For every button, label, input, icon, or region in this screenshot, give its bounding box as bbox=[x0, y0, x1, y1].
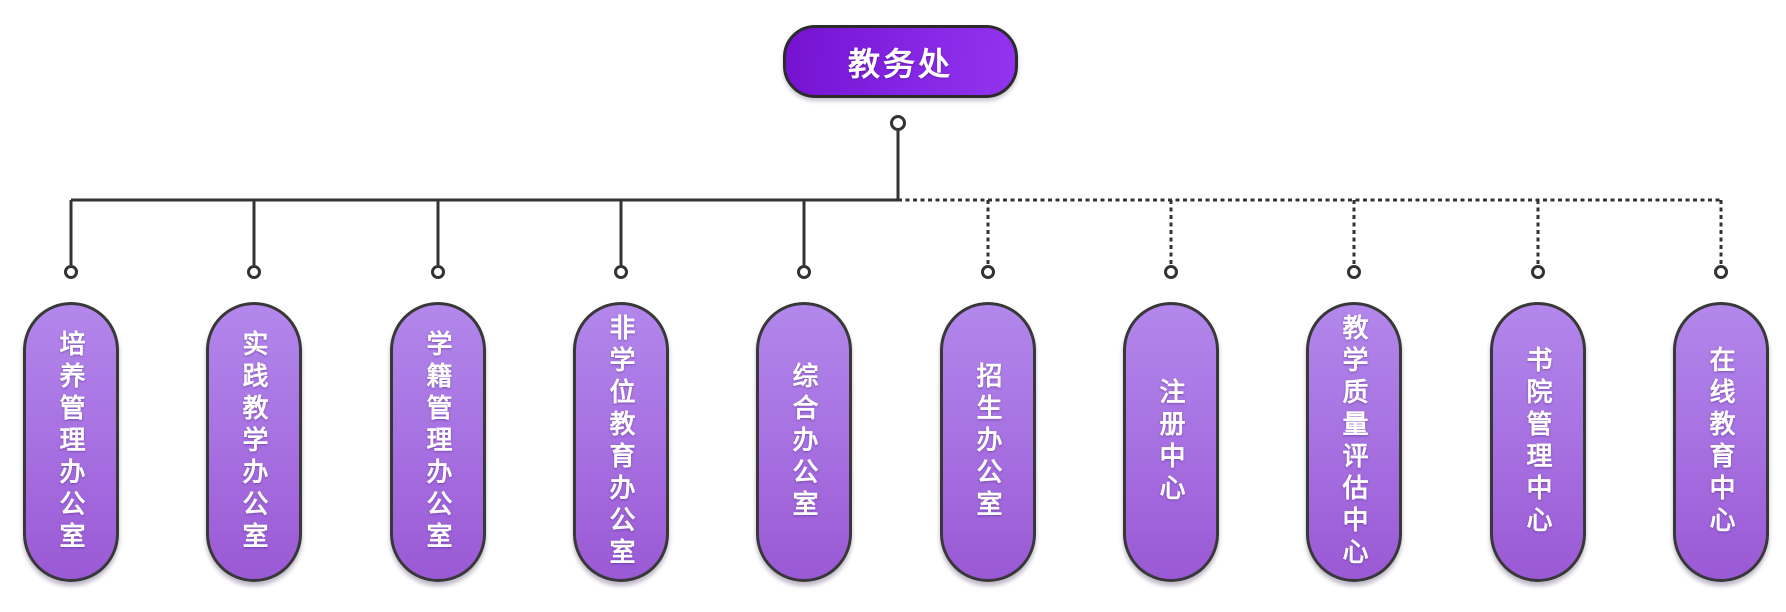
child-node-10-label: 在线教育中心 bbox=[1706, 346, 1736, 538]
child-node-7[interactable]: 注册中心 bbox=[1123, 302, 1219, 582]
child-node-10[interactable]: 在线教育中心 bbox=[1673, 302, 1769, 582]
child-node-6-label: 招生办公室 bbox=[973, 362, 1003, 522]
connector-dot-9 bbox=[1531, 265, 1545, 279]
child-node-5[interactable]: 综合办公室 bbox=[756, 302, 852, 582]
connector-dot-5 bbox=[797, 265, 811, 279]
connector-dot-8 bbox=[1347, 265, 1361, 279]
root-node-label: 教务处 bbox=[847, 45, 953, 82]
child-node-2-label: 实践教学办公室 bbox=[239, 330, 269, 554]
child-node-3[interactable]: 学籍管理办公室 bbox=[390, 302, 486, 582]
connector-dot-10 bbox=[1714, 265, 1728, 279]
child-node-9-label: 书院管理中心 bbox=[1523, 346, 1553, 538]
child-node-1-label: 培养管理办公室 bbox=[56, 330, 86, 554]
child-node-1[interactable]: 培养管理办公室 bbox=[23, 302, 119, 582]
connector-dot-3 bbox=[431, 265, 445, 279]
connector-dot-2 bbox=[247, 265, 261, 279]
child-node-2[interactable]: 实践教学办公室 bbox=[206, 302, 302, 582]
connector-dot-6 bbox=[981, 265, 995, 279]
child-node-8[interactable]: 教学质量评估中心 bbox=[1306, 302, 1402, 582]
connector-dot-root bbox=[890, 115, 906, 131]
child-node-5-label: 综合办公室 bbox=[789, 362, 819, 522]
child-node-7-label: 注册中心 bbox=[1156, 378, 1186, 506]
child-node-8-label: 教学质量评估中心 bbox=[1339, 314, 1369, 570]
root-node[interactable]: 教务处 bbox=[783, 25, 1018, 98]
child-node-9[interactable]: 书院管理中心 bbox=[1490, 302, 1586, 582]
child-node-4[interactable]: 非学位教育办公室 bbox=[573, 302, 669, 582]
connector-dot-4 bbox=[614, 265, 628, 279]
child-node-6[interactable]: 招生办公室 bbox=[940, 302, 1036, 582]
child-node-4-label: 非学位教育办公室 bbox=[606, 314, 636, 570]
connector-dot-7 bbox=[1164, 265, 1178, 279]
connector-dot-1 bbox=[64, 265, 78, 279]
child-node-3-label: 学籍管理办公室 bbox=[423, 330, 453, 554]
